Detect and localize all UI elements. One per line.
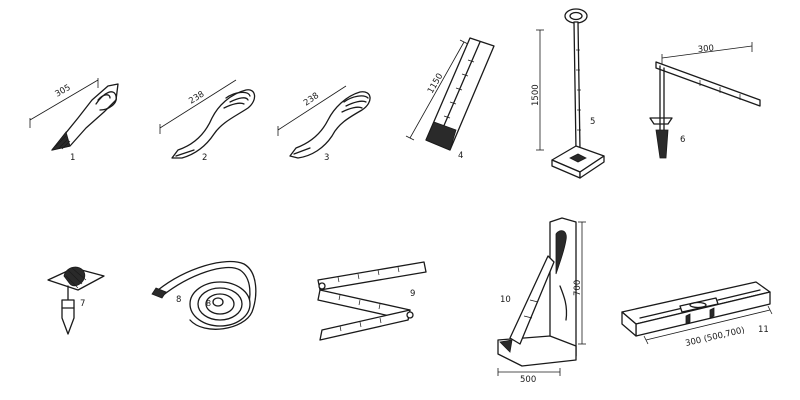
tool-4-dimension: 1150: [426, 72, 445, 96]
tool-2-number: 2: [202, 153, 207, 163]
tool-3-number: 3: [324, 153, 329, 163]
tool-2-knife: 238 2: [159, 79, 256, 163]
tool-11-dimension: 300 (500,700): [684, 326, 745, 349]
tool-10-dimension-a: 700: [573, 280, 583, 296]
tool-10-square: 700 500 10: [497, 217, 586, 385]
tool-5-measuring-rod: 1500 5: [531, 8, 605, 179]
tool-5-dimension: 1500: [531, 84, 541, 106]
tool-9-number: 9: [410, 289, 415, 299]
tool-4-number: 4: [458, 151, 463, 161]
tool-10-dimension-b: 500: [520, 375, 536, 385]
tool-9-folding-rule: 9: [317, 261, 427, 341]
tool-3-knife: 238 3: [277, 85, 371, 163]
tool-7-number: 7: [80, 299, 85, 309]
tool-4-ruler: 1150 4: [405, 37, 495, 161]
tool-1-number: 1: [70, 153, 75, 163]
tool-5-number: 5: [590, 117, 595, 127]
tool-8-number: 8: [176, 295, 181, 305]
tool-8-tape-measure: 8 8: [151, 260, 257, 330]
tool-11-number: 11: [758, 325, 769, 335]
tool-6-dimension: 300: [697, 44, 714, 55]
svg-text:8: 8: [206, 299, 211, 308]
tool-11-spirit-level: 300 (500,700) 11: [621, 281, 773, 349]
tool-6-number: 6: [680, 135, 685, 145]
tool-7-plumb-bob: 7: [47, 266, 105, 335]
tool-1-knife: 305 1: [29, 78, 119, 163]
tool-10-number: 10: [500, 295, 511, 305]
tool-6-level-board: 300 6: [649, 42, 761, 159]
tool-3-dimension: 238: [302, 91, 321, 109]
tool-2-dimension: 238: [187, 89, 206, 106]
